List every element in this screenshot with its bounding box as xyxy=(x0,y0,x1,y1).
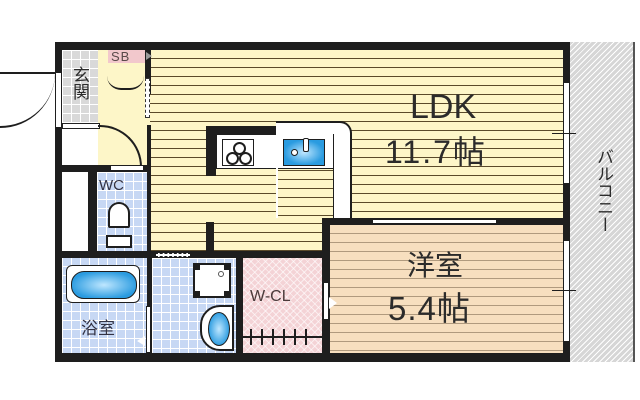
bathroom-door[interactable] xyxy=(146,306,151,353)
western-room-size: 5.4帖 xyxy=(388,290,471,327)
wall-left-upper xyxy=(55,42,62,72)
western-room-floor xyxy=(330,225,563,353)
bathtub-icon xyxy=(66,265,140,303)
sliding-door-ldk[interactable] xyxy=(145,78,150,118)
washbasin-icon xyxy=(200,305,234,351)
wall-kitchen-stub xyxy=(206,222,214,255)
wall-entrance-right xyxy=(145,50,151,94)
bathroom-label: 浴室 xyxy=(81,319,115,338)
entrance-door-swing[interactable] xyxy=(0,72,55,128)
balcony-label: バルコニー xyxy=(594,148,613,233)
wall-bottom xyxy=(55,353,570,362)
wall-wcl-left xyxy=(236,258,243,353)
washing-machine-drain xyxy=(218,271,224,277)
toilet-label: WC xyxy=(99,177,124,194)
washing-machine-foot xyxy=(224,291,229,296)
burner-icon xyxy=(239,152,252,165)
closet-hangers xyxy=(250,329,316,345)
walk-in-closet-door[interactable] xyxy=(323,282,329,320)
toilet-icon xyxy=(108,202,130,228)
wall-right xyxy=(563,42,570,362)
wall-hall-right xyxy=(147,125,151,255)
bathtub-basin xyxy=(71,271,137,299)
ldk-size: 11.7帖 xyxy=(385,134,487,170)
walk-in-closet-label: W-CL xyxy=(250,288,291,305)
western-room-window[interactable] xyxy=(563,240,570,342)
washroom-door[interactable] xyxy=(155,253,191,257)
washing-machine-foot xyxy=(224,265,229,270)
washing-machine-foot xyxy=(195,291,200,296)
toilet-tank-icon xyxy=(106,235,132,248)
walk-in-closet-door-arrow-icon xyxy=(329,297,337,309)
stove-icon xyxy=(222,139,254,166)
balcony xyxy=(570,42,635,362)
shoe-box-arrow-icon xyxy=(146,52,152,60)
shoe-box xyxy=(108,50,145,63)
shoe-box-label: SB xyxy=(111,49,131,64)
hall-closet-door[interactable] xyxy=(107,76,144,90)
wall-wc-top xyxy=(62,165,150,172)
ldk-window-center-mark xyxy=(552,133,576,134)
wall-top xyxy=(55,42,570,50)
washing-machine-icon xyxy=(193,263,231,298)
entrance-floor xyxy=(62,50,98,123)
western-room-label: 洋室 xyxy=(407,250,464,281)
western-room-sliding-door[interactable] xyxy=(372,219,497,224)
ldk-floor-lower xyxy=(150,215,322,255)
wall-left-lower xyxy=(55,128,62,362)
entrance-label: 玄関 xyxy=(70,66,89,100)
entrance-step xyxy=(62,123,100,129)
bathroom-door-arrow-icon xyxy=(137,336,145,346)
washing-machine-foot xyxy=(195,265,200,270)
faucet-icon xyxy=(303,138,309,152)
western-room-window-center-mark xyxy=(552,290,576,291)
entrance-door-leaf xyxy=(55,72,62,128)
wall-wc-left xyxy=(88,165,97,255)
washbasin-bowl xyxy=(208,312,230,346)
ldk-label: LDK xyxy=(410,88,477,126)
wc-door[interactable] xyxy=(110,165,144,171)
sink-icon xyxy=(283,138,325,166)
burner-icon xyxy=(226,152,239,165)
kitchen-counter-wall-side xyxy=(206,126,216,176)
balcony-outer-line xyxy=(633,42,634,362)
sink-drain-icon xyxy=(291,149,298,156)
wall-bath-divider xyxy=(147,258,152,353)
